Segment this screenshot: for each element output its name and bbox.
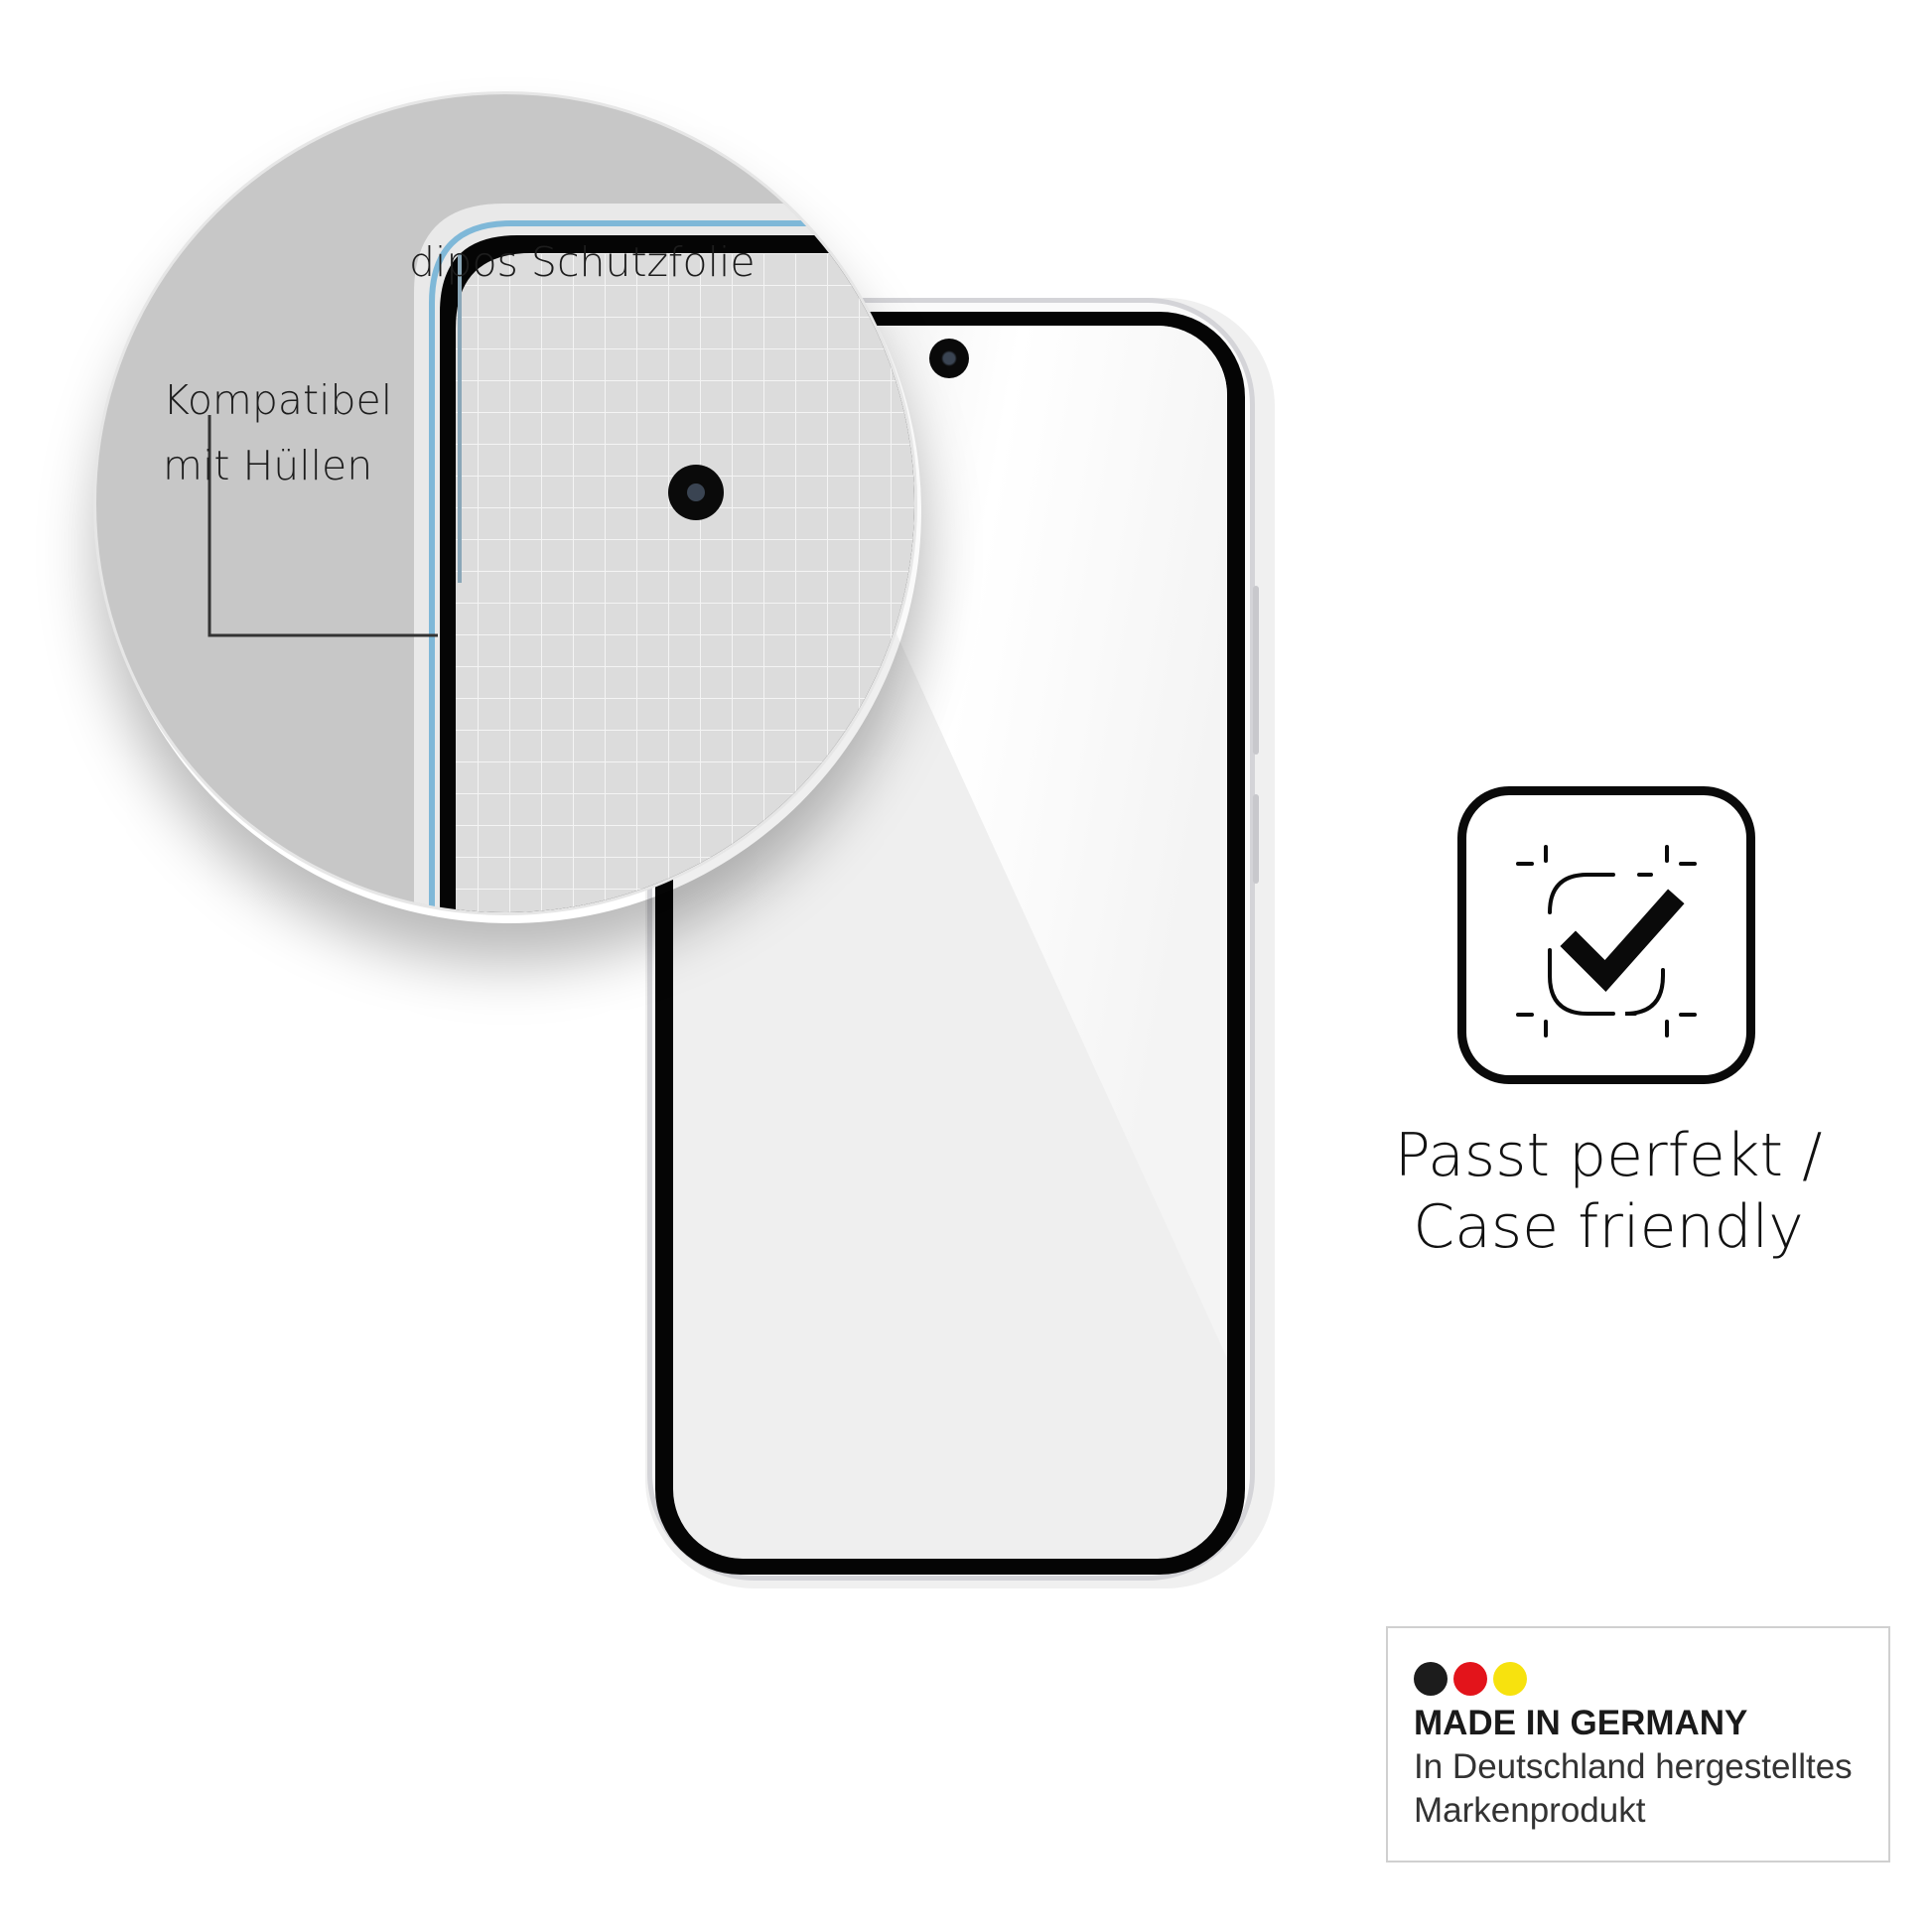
phone-volume-button [1253,586,1259,755]
protector-label: dipos Schutzfolie [409,238,756,286]
feature-line-2: Case friendly [1413,1192,1804,1262]
case-compat-label: Kompatibel mit Hüllen [163,367,392,498]
fit-check-glyph [1516,845,1697,1037]
flag-dot-black [1414,1662,1448,1696]
feature-line-1: Passt perfekt / [1394,1121,1823,1190]
case-compat-line-2: mit Hüllen [163,442,373,489]
screen-reflection [693,326,1227,1358]
magnifier-zoom [93,91,917,915]
zoomed-phone-corner [207,204,914,912]
fit-check-icon [1457,786,1755,1084]
flag-dot-gold [1493,1662,1527,1696]
badge-title: MADE IN GERMANY [1414,1704,1748,1742]
phone-display [673,326,1227,1559]
flag-dot-red [1453,1662,1487,1696]
made-in-germany-badge: MADE IN GERMANY In Deutschland hergestel… [1386,1626,1890,1863]
badge-line-2: Markenprodukt [1414,1791,1646,1830]
phone-screen [655,312,1245,1575]
feature-caption: Passt perfekt / Case friendly [1370,1120,1847,1263]
phone-power-button [1253,794,1259,884]
case-compat-line-1: Kompatibel [163,376,393,424]
badge-line-1: In Deutschland hergestelltes [1414,1747,1853,1786]
front-camera-icon [929,339,969,378]
